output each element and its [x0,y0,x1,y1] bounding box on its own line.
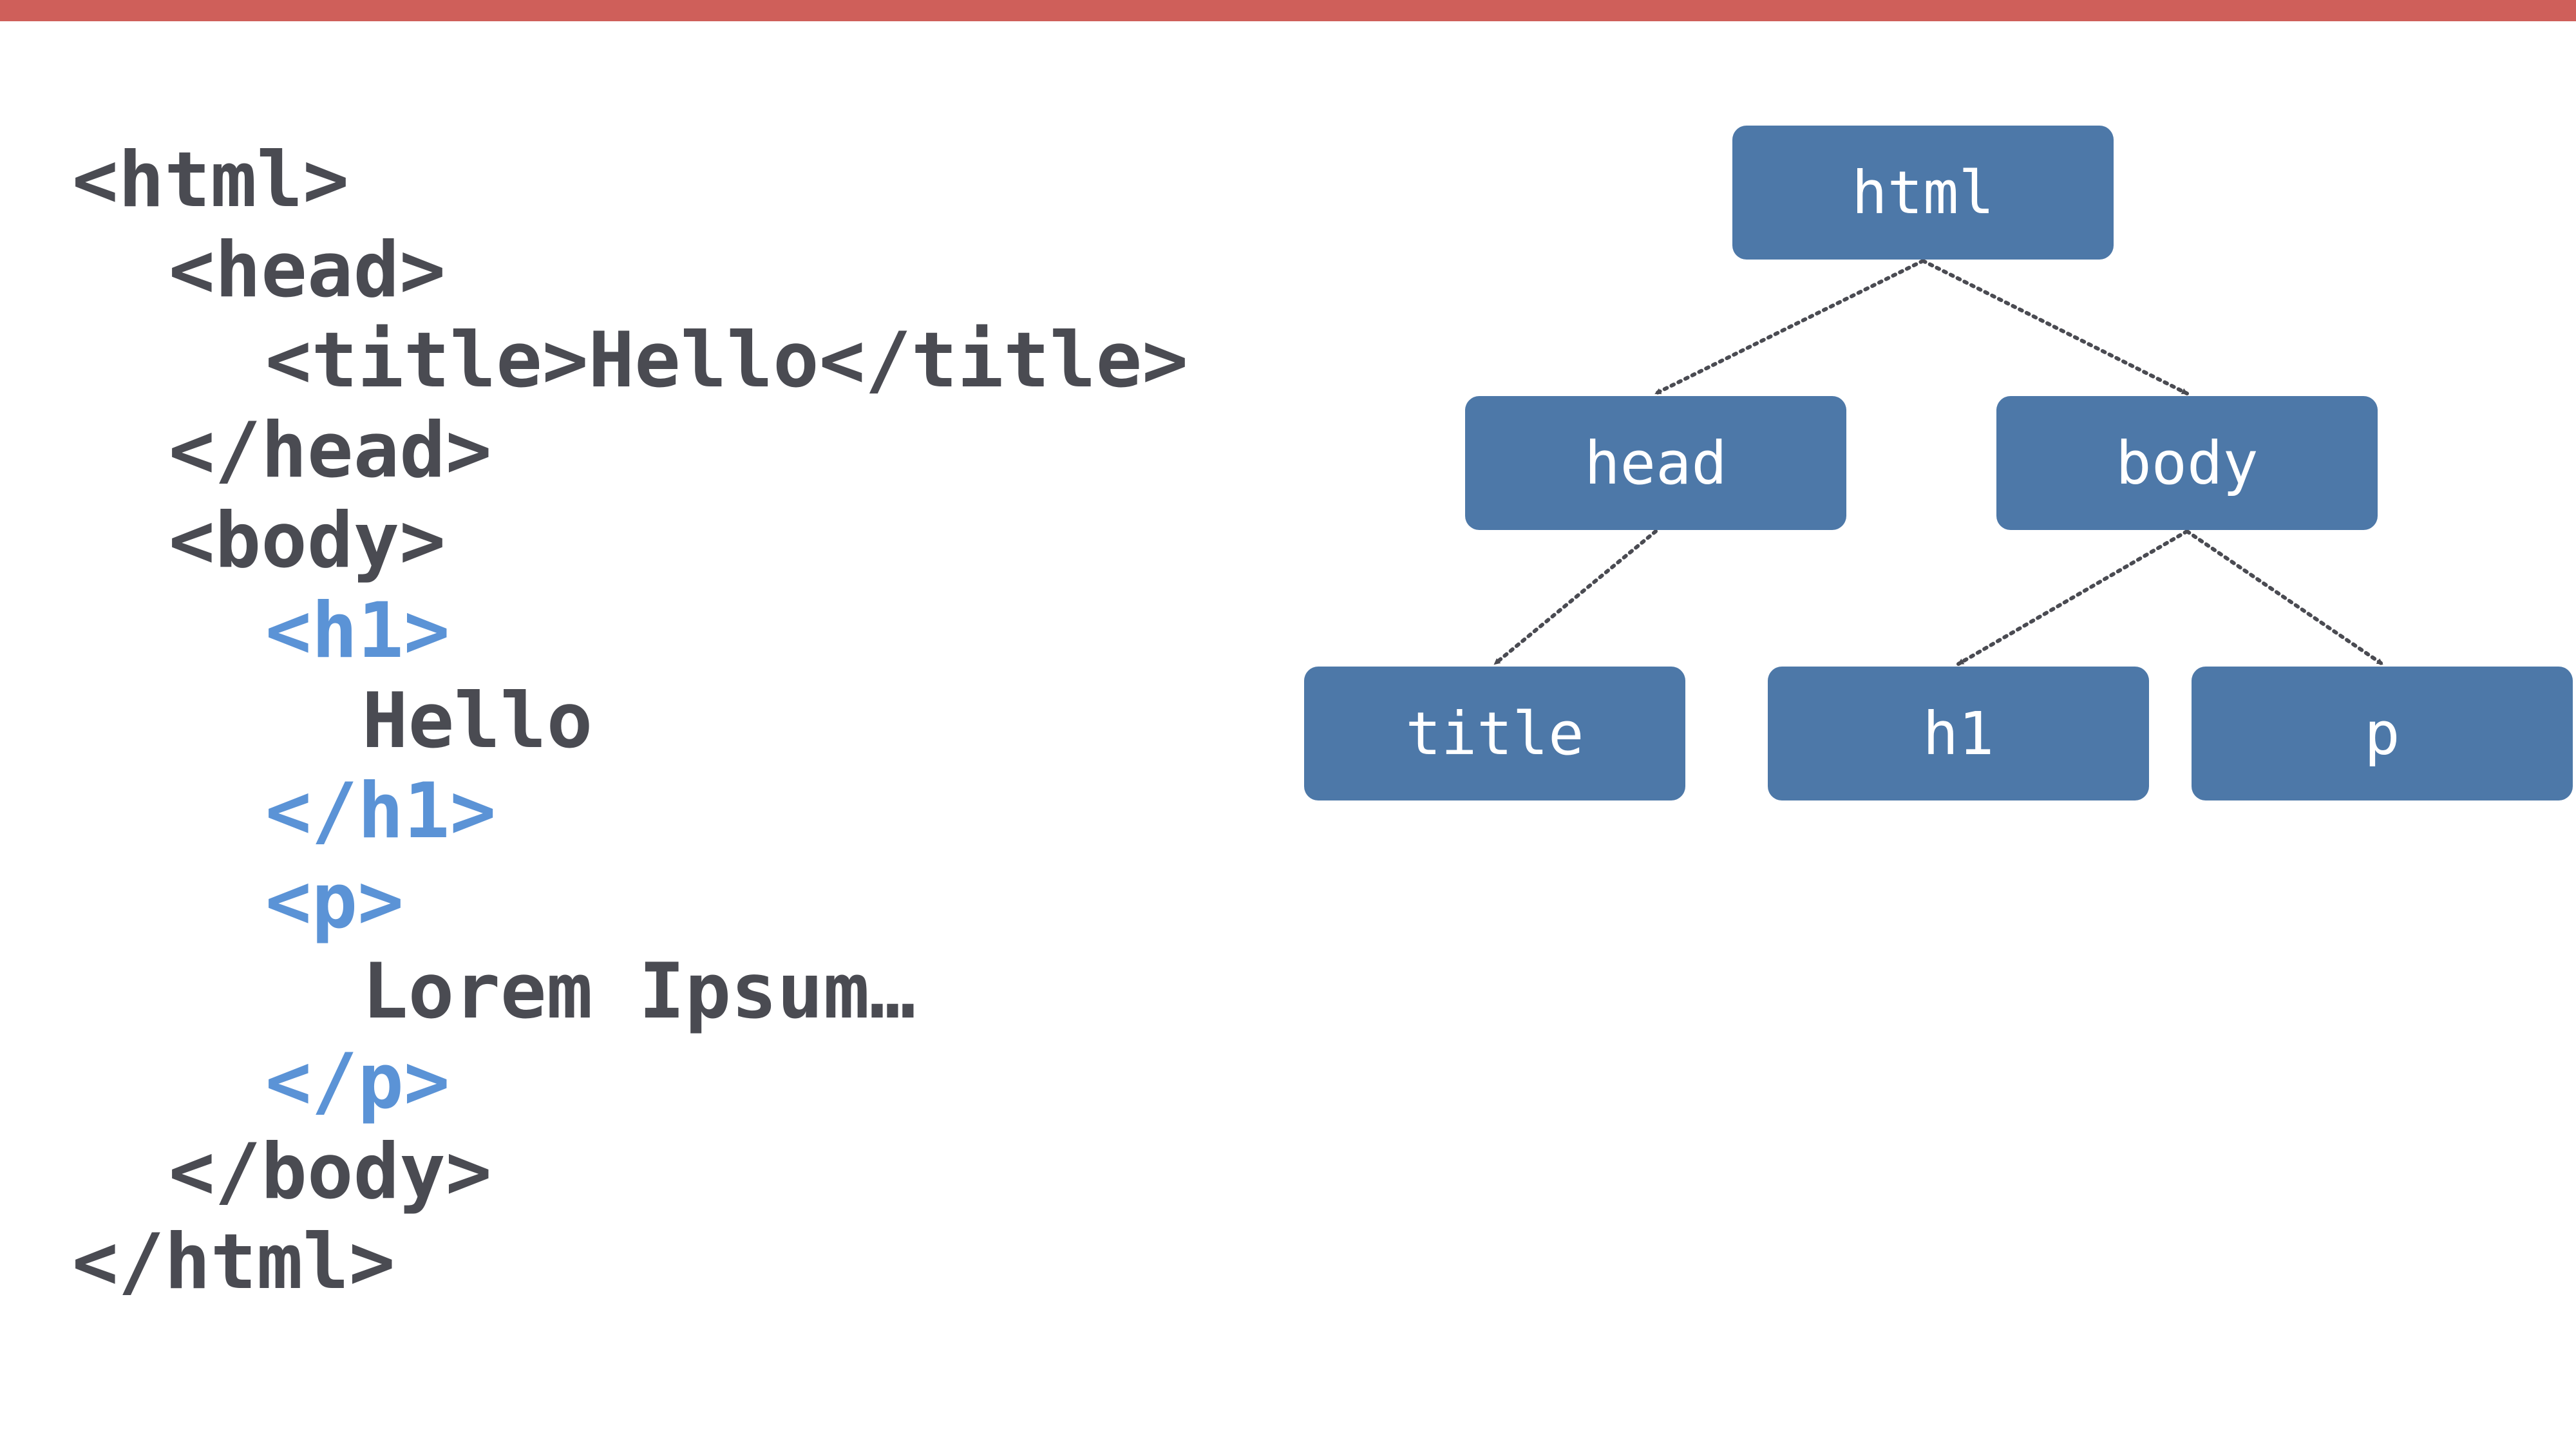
tree-node-p: p [2192,667,2573,800]
tree-node-h1: h1 [1768,667,2149,800]
code-line: <p> [265,857,404,946]
tree-node-box [1996,396,2378,530]
tree-node-head: head [1465,396,1846,530]
edge-head-to-title [1493,529,1658,666]
tree-node-label: body [2116,429,2259,498]
edge-body-to-p [2185,529,2384,666]
tree-node-title: title [1304,667,1685,800]
code-line: <html> [72,136,349,225]
tree-node-body: body [1996,396,2378,530]
code-line: </head> [169,406,492,495]
tree-node-box [2192,667,2573,800]
tree-node-box [1768,667,2149,800]
edge-html-to-body [1921,259,2189,395]
code-line: Lorem Ipsum… [362,947,916,1036]
code-line: <h1> [265,587,450,676]
code-line: <title>Hello</title> [265,316,1188,405]
top-accent-bar [0,0,2576,21]
code-line: <head> [169,226,446,315]
tree-node-label: title [1406,699,1584,768]
tree-node-label: head [1584,429,1727,498]
html-code-listing: <html><head><title>Hello</title></head><… [72,135,1188,1307]
tree-node-box [1304,667,1685,800]
code-line: </body> [169,1128,492,1217]
tree-node-label: p [2364,699,2400,768]
code-line: Hello [362,677,593,766]
tree-node-box [1465,396,1846,530]
edge-body-to-h1 [1956,529,2189,666]
code-line: </p> [265,1037,450,1126]
code-line: <body> [169,497,446,585]
tree-node-label: h1 [1923,699,1994,768]
tree-node-label: html [1852,158,1994,227]
code-line: </h1> [265,767,497,856]
tree-node-box [1732,126,2114,260]
tree-node-html: html [1732,126,2114,260]
edge-html-to-head [1654,259,1925,395]
code-line: </html> [72,1218,395,1307]
